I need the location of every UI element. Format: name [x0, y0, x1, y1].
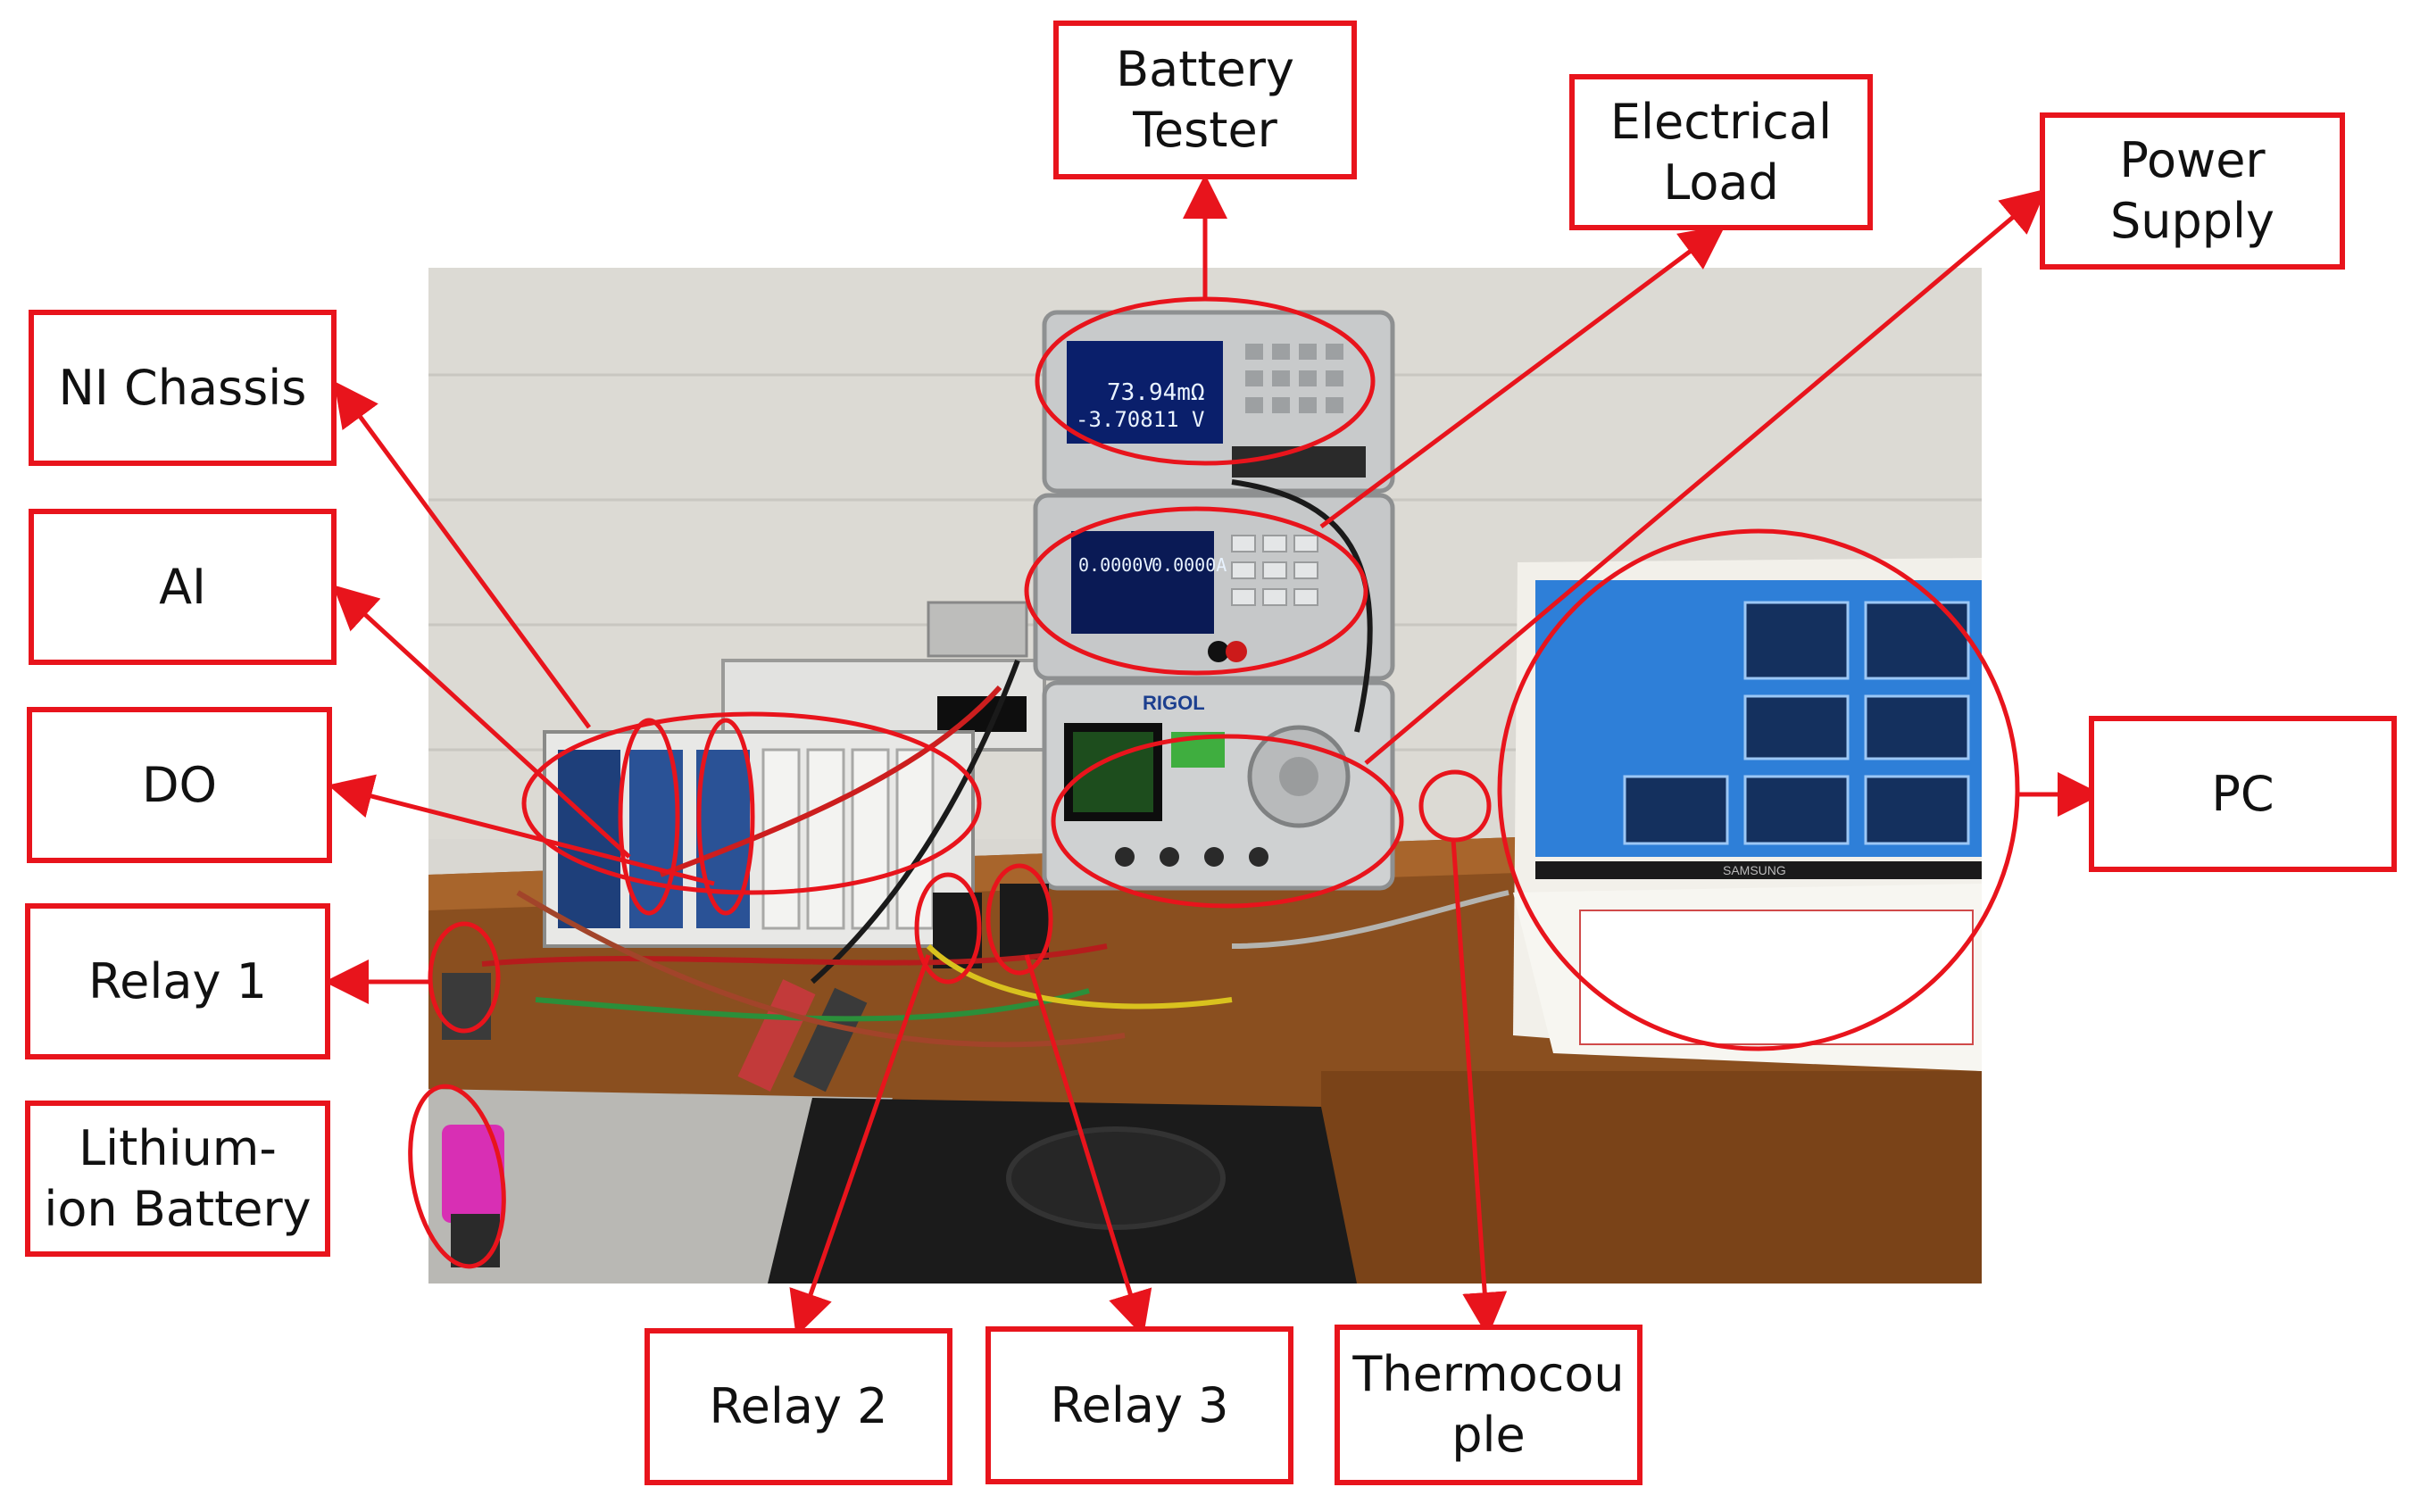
label-relay-1: Relay 1: [25, 903, 330, 1059]
label-lithium-ion-battery: Lithium- ion Battery: [25, 1101, 330, 1257]
supply-brand: RIGOL: [1143, 692, 1205, 714]
label-do: DO: [27, 707, 332, 863]
label-thermocouple: Thermocou ple: [1335, 1325, 1642, 1485]
laptop-brand: SAMSUNG: [1723, 863, 1786, 877]
load-readout-2: 0.0000A: [1152, 554, 1227, 576]
label-battery-tester: Battery Tester: [1053, 21, 1357, 179]
load-readout-1: 0.0000V: [1078, 554, 1153, 576]
tester-readout-1: 73.94mΩ: [1107, 379, 1205, 406]
label-pc: PC: [2089, 716, 2397, 872]
label-relay-3: Relay 3: [985, 1326, 1293, 1484]
label-ai: AI: [29, 509, 337, 665]
lab-setup-photo: 73.94mΩ -3.70811 V 0.0000V 0.0000A R: [428, 268, 1982, 1284]
label-ni-chassis: NI Chassis: [29, 310, 337, 466]
label-relay-2: Relay 2: [645, 1328, 952, 1485]
label-power-supply: Power Supply: [2040, 112, 2345, 270]
label-electrical-load: Electrical Load: [1569, 74, 1873, 230]
tester-readout-2: -3.70811 V: [1076, 407, 1205, 432]
